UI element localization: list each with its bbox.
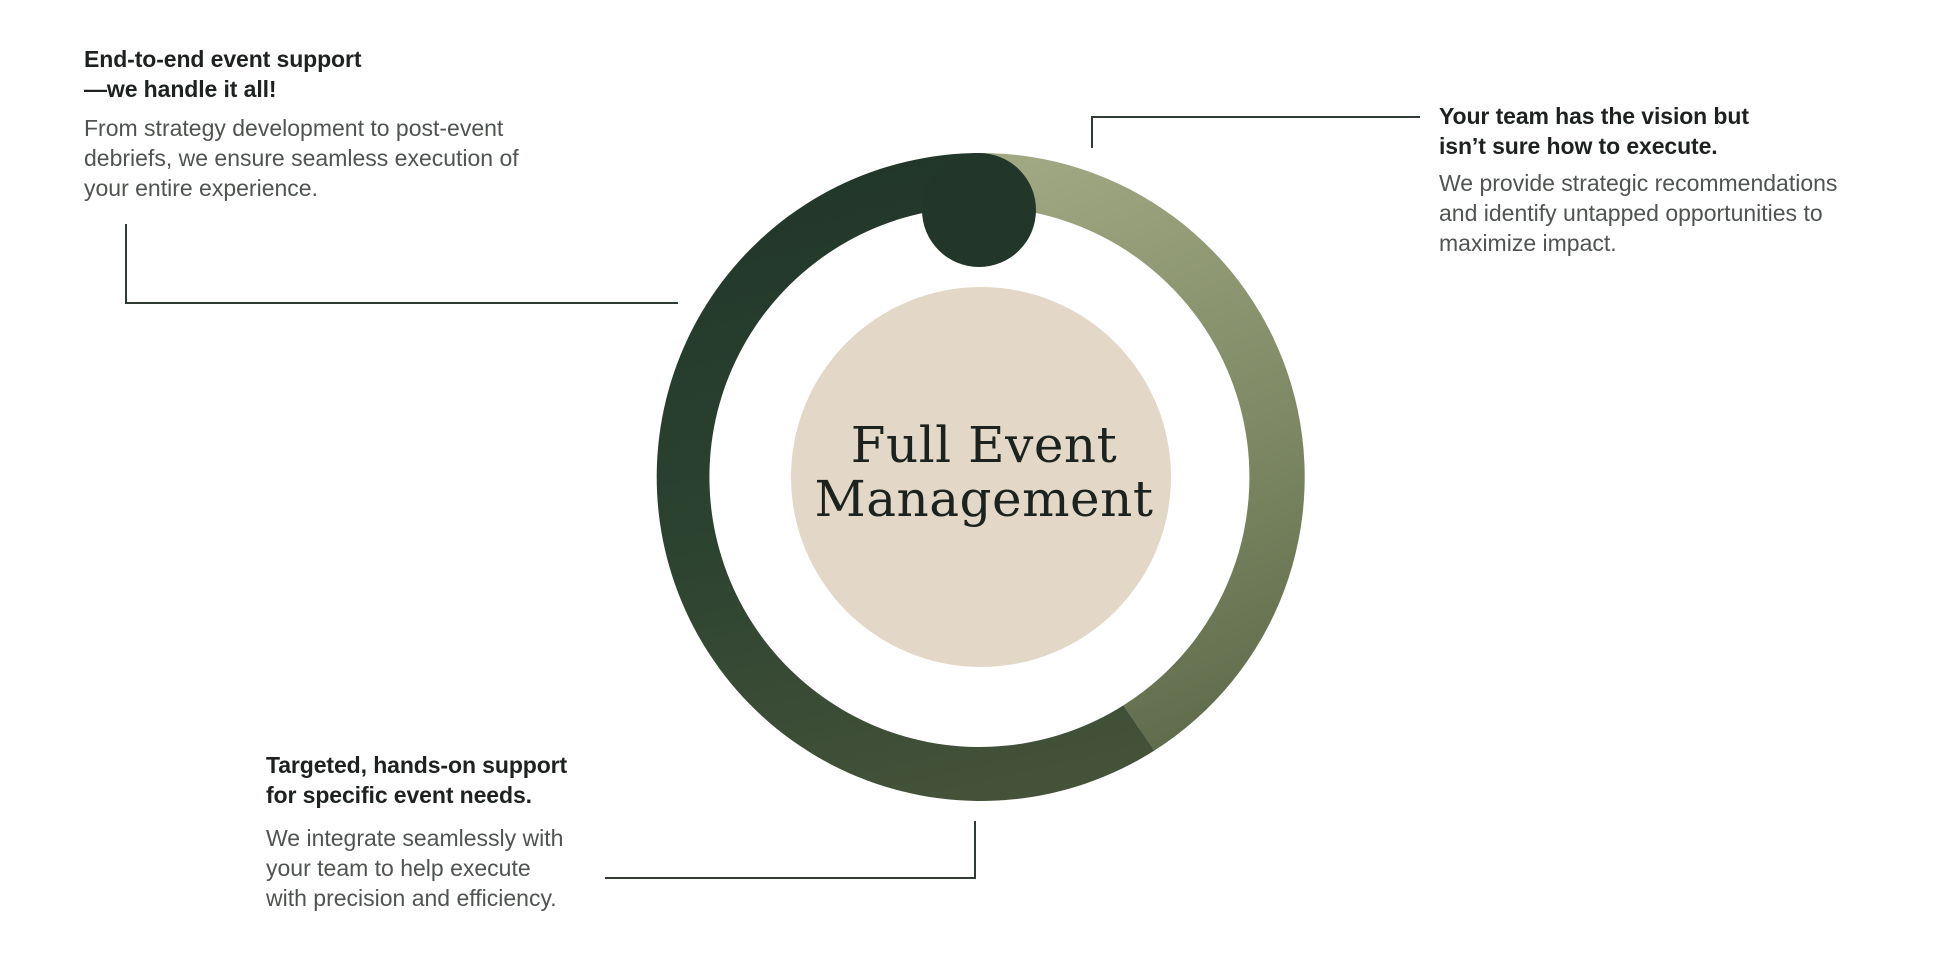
center-title-line-2: Management	[815, 470, 1154, 528]
callout-body-line: maximize impact.	[1439, 230, 1617, 256]
ring-segment-light	[978, 152, 1305, 751]
callout-title: Targeted, hands-on support for specific …	[266, 750, 606, 810]
callout-title-line: Targeted, hands-on support	[266, 752, 568, 778]
callout-body-line: your team to help execute	[266, 855, 531, 881]
center-title-line-1: Full Event	[851, 416, 1117, 474]
callout-title-line: Your team has the vision but	[1439, 103, 1749, 129]
connector-bottom	[605, 821, 976, 879]
connector-top-left	[125, 224, 678, 304]
connector-top-right	[1091, 116, 1420, 148]
callout-body-line: We provide strategic recommendations	[1439, 170, 1838, 196]
callout-description: From strategy development to post-event …	[84, 113, 564, 203]
callout-body-line: From strategy development to post-event	[84, 115, 504, 141]
callout-targeted-support: Targeted, hands-on support for specific …	[266, 750, 606, 913]
callout-body-line: with precision and efficiency.	[266, 885, 557, 911]
callout-title-line: isn’t sure how to execute.	[1439, 133, 1718, 159]
callout-title-line: End-to-end event support	[84, 46, 362, 72]
ring-segment-dark	[656, 152, 1155, 801]
callout-end-to-end-support: End-to-end event support —we handle it a…	[84, 44, 564, 203]
callout-description: We integrate seamlessly with your team t…	[266, 823, 606, 913]
callout-body-line: and identify untapped opportunities to	[1439, 200, 1823, 226]
callout-title: Your team has the vision but isn’t sure …	[1439, 101, 1919, 161]
callout-body-line: debriefs, we ensure seamless execution o…	[84, 145, 519, 171]
callout-title-line: —we handle it all!	[84, 76, 277, 102]
callout-title-line: for specific event needs.	[266, 782, 532, 808]
callout-body-line: We integrate seamlessly with	[266, 825, 564, 851]
center-disc	[791, 287, 1171, 667]
ring-arc-head	[922, 153, 1036, 267]
callout-body-line: your entire experience.	[84, 175, 318, 201]
callout-description: We provide strategic recommendations and…	[1439, 168, 1919, 258]
callout-title: End-to-end event support —we handle it a…	[84, 44, 564, 104]
callout-vision-execution: Your team has the vision but isn’t sure …	[1439, 101, 1919, 258]
